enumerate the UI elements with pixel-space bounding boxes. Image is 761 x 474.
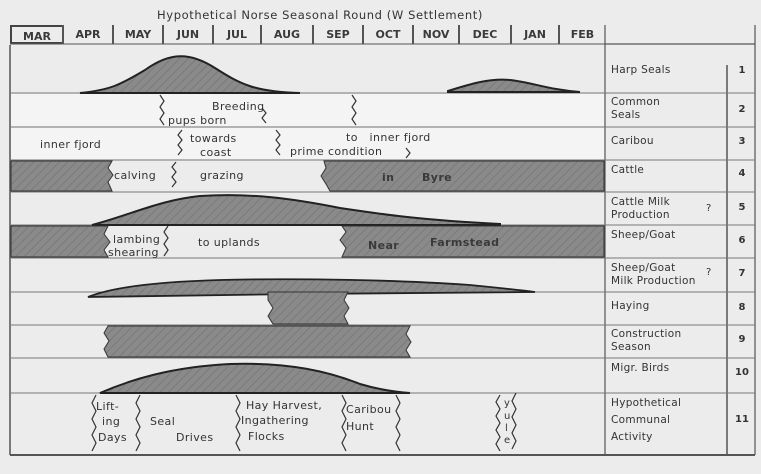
month-jul: JUL (212, 25, 260, 44)
row-number-5: 5 (738, 202, 746, 213)
row-number-1: 1 (738, 65, 746, 76)
sheep-farmstead: Farmstead (430, 236, 500, 249)
row-number-10: 10 (735, 367, 749, 378)
month-feb: FEB (558, 25, 605, 44)
communal-seal: Seal (150, 415, 176, 428)
row-label-haying: Haying (611, 300, 650, 312)
communal-lifting-2: ing (102, 415, 121, 428)
row-number-4: 4 (738, 168, 746, 179)
month-apr: APR (62, 25, 112, 44)
caribou-to-inner-fjord: to inner fjord (346, 131, 431, 144)
row-label-cattle: Cattle (611, 164, 645, 176)
communal-ingathering: Ingathering (241, 414, 309, 427)
communal-drives: Drives (176, 431, 214, 444)
month-may: MAY (112, 25, 162, 44)
caribou-coast: coast (200, 146, 232, 159)
cattle-milk-question-mark: ? (706, 203, 712, 214)
common-seals-breeding: Breeding (212, 100, 265, 113)
caribou-prime-condition: prime condition (290, 145, 383, 158)
month-dec: DEC (458, 25, 510, 44)
common-seals-pups-born: pups born (168, 114, 227, 127)
month-nov: NOV (412, 25, 458, 44)
communal-yule-y: y (504, 398, 511, 409)
month-jun: JUN (162, 25, 212, 44)
communal-hay-harvest: Hay Harvest, (246, 399, 323, 412)
sheep-to-uplands: to uplands (198, 236, 260, 249)
row-label-harp-seals: Harp Seals (611, 64, 671, 76)
caribou-towards: towards (190, 132, 237, 145)
cattle-in: in (382, 171, 395, 184)
communal-yule-u: u (504, 411, 511, 422)
row-number-8: 8 (738, 302, 746, 313)
sheep-lambing: lambing (113, 233, 161, 246)
row-label-sheep-goat: Sheep/Goat (611, 229, 676, 241)
cattle-calving: calving (114, 169, 157, 182)
communal-yule-l: l (505, 423, 509, 434)
row-label-caribou: Caribou (611, 135, 654, 147)
row-number-9: 9 (738, 334, 746, 345)
communal-lifting-3: Days (98, 431, 128, 444)
row-number-3: 3 (738, 136, 746, 147)
row-number-6: 6 (738, 235, 746, 246)
month-header: MAR APR MAY JUN JUL AUG SEP OCT NOV DEC … (10, 25, 605, 44)
communal-flocks: Flocks (248, 430, 285, 443)
communal-hunt: Hunt (346, 420, 375, 433)
month-oct: OCT (362, 25, 412, 44)
row-number-2: 2 (738, 104, 746, 115)
diagram-title: Hypothetical Norse Seasonal Round (W Set… (157, 8, 483, 22)
communal-lifting-1: Lift- (96, 400, 120, 413)
communal-caribou: Caribou (346, 403, 392, 416)
sheep-near: Near (368, 239, 400, 252)
month-sep: SEP (312, 25, 362, 44)
month-aug: AUG (260, 25, 312, 44)
cattle-byre: Byre (422, 171, 453, 184)
row-number-11: 11 (735, 414, 749, 425)
month-mar: MAR (10, 25, 62, 44)
cattle-grazing: grazing (200, 169, 244, 182)
sheep-shearing: shearing (108, 246, 159, 259)
row-number-7: 7 (738, 268, 746, 279)
row-label-migr-birds: Migr. Birds (611, 362, 670, 374)
caribou-inner-fjord: inner fjord (40, 138, 102, 151)
month-jan: JAN (510, 25, 558, 44)
communal-yule-e: e (504, 435, 511, 446)
sheep-milk-question-mark: ? (706, 267, 712, 278)
